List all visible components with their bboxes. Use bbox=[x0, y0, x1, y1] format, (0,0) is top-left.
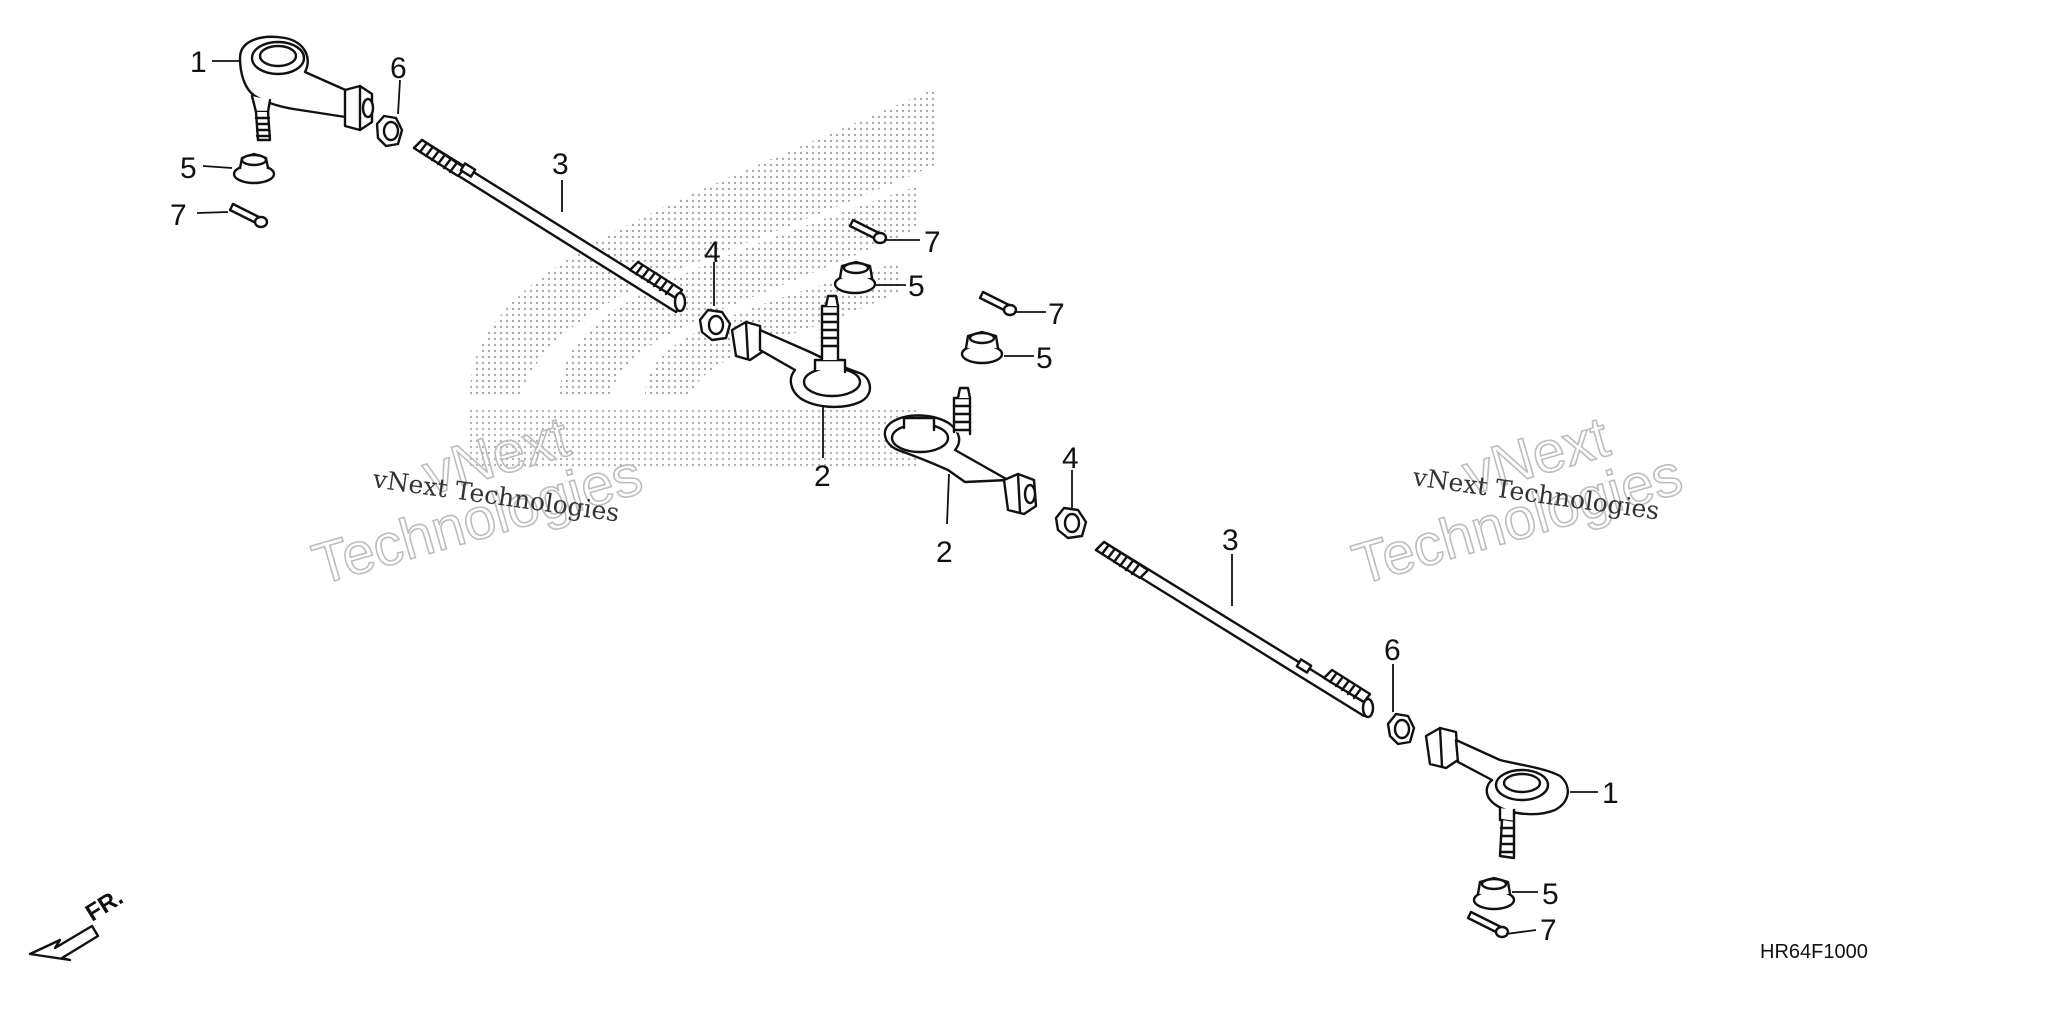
center-inner-tie-rod-end-2b bbox=[883, 386, 1038, 516]
callout-center-pin-7b: 7 bbox=[1048, 298, 1065, 331]
callout-right-rod-3: 3 bbox=[1222, 524, 1239, 557]
center-flange-nut-5b bbox=[960, 330, 1004, 365]
diagram-code: HR64F1000 bbox=[1760, 941, 1868, 963]
callout-right-nut-5: 5 bbox=[1542, 878, 1559, 911]
callout-left-pin-7: 7 bbox=[170, 199, 187, 232]
leader-lines bbox=[196, 60, 1598, 935]
callout-center-pin-7a: 7 bbox=[924, 226, 941, 259]
front-direction-indicator: FR. bbox=[28, 884, 128, 962]
right-flange-nut-5 bbox=[1472, 876, 1516, 911]
right-outer-tie-rod-end bbox=[1424, 726, 1569, 860]
right-lock-nut-4 bbox=[1054, 506, 1088, 540]
callout-left-locknut-4: 4 bbox=[704, 236, 721, 269]
center-cotter-pin-7a bbox=[848, 218, 888, 245]
front-arrow-icon bbox=[28, 924, 100, 962]
center-flange-nut-5a bbox=[833, 260, 877, 295]
callout-left-nut-5: 5 bbox=[180, 152, 197, 185]
watermark-right: vNext Technologies vNext Technologies bbox=[1345, 403, 1690, 598]
left-flange-nut-5 bbox=[232, 152, 276, 185]
callout-left-end-1: 1 bbox=[190, 46, 207, 79]
callout-left-rod-3: 3 bbox=[552, 148, 569, 181]
callout-center-end-2a: 2 bbox=[814, 460, 831, 493]
callout-center-end-2b: 2 bbox=[936, 536, 953, 569]
front-direction-label: FR. bbox=[81, 884, 128, 927]
callout-right-nut-6: 6 bbox=[1384, 634, 1401, 667]
left-adjust-rod-3 bbox=[412, 138, 687, 314]
callout-center-nut-5a: 5 bbox=[908, 270, 925, 303]
callout-right-pin-7: 7 bbox=[1540, 914, 1557, 947]
left-lock-nut-4 bbox=[698, 308, 732, 342]
left-thin-nut-6 bbox=[375, 114, 404, 148]
left-outer-tie-rod-end bbox=[238, 35, 375, 142]
callout-right-locknut-4: 4 bbox=[1062, 442, 1079, 475]
callout-center-nut-5b: 5 bbox=[1036, 342, 1053, 375]
center-cotter-pin-7b bbox=[978, 290, 1018, 317]
right-adjust-rod-3 bbox=[1094, 540, 1375, 719]
left-cotter-pin-7 bbox=[228, 202, 269, 229]
callout-labels: 1 6 5 7 3 4 7 5 7 5 2 2 4 3 6 1 5 7 bbox=[170, 46, 1619, 947]
callout-right-end-1: 1 bbox=[1602, 777, 1619, 810]
right-thin-nut-6 bbox=[1386, 712, 1416, 746]
callout-left-nut-6: 6 bbox=[390, 52, 407, 85]
right-cotter-pin-7 bbox=[1466, 910, 1510, 939]
center-inner-tie-rod-end-2a bbox=[730, 294, 872, 409]
